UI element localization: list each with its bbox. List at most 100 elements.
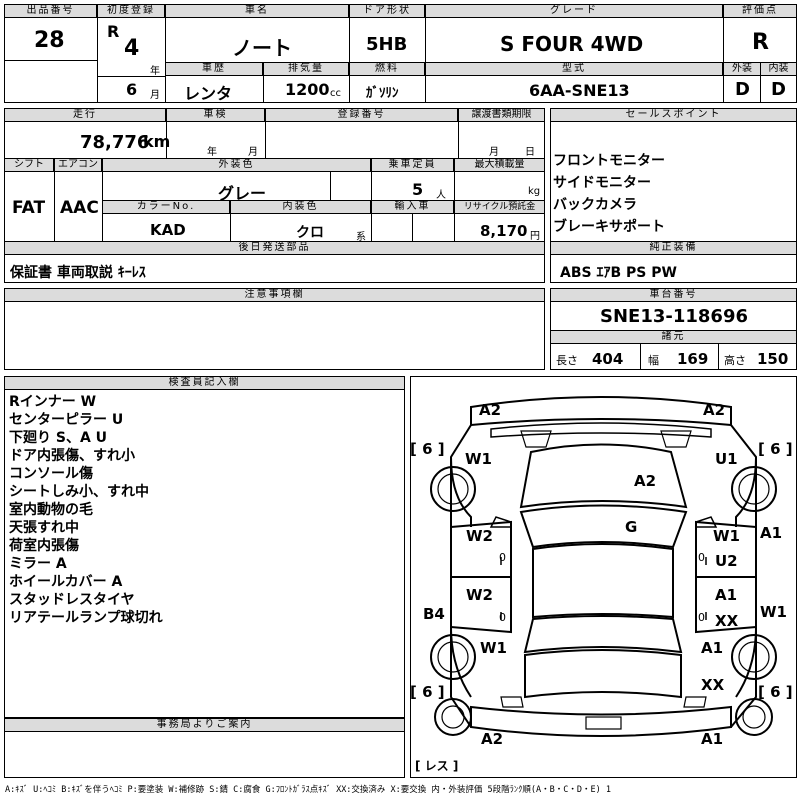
recycle: 8,170 [480,222,528,240]
later-parts: 保証書 車両取説 ｷｰﾚｽ [10,265,146,281]
transfer-label: 譲渡書類期限 [458,108,545,122]
door-type: 5HB [366,34,408,55]
inspector-item: スタッドレスタイヤ [9,592,135,608]
score-label: 評価点 [723,4,797,18]
interior-color: クロ [296,225,324,241]
exterior-score: D [735,79,750,100]
grade: S FOUR 4WD [500,32,644,56]
color-label: 外装色 [102,158,371,172]
car-outline [430,396,777,737]
interior-label: 内装 [760,62,797,76]
fuel-label: 燃料 [349,62,425,76]
fuel: ｶﾞｿﾘﾝ [366,86,399,101]
mark-right-front-door-0: 0 [698,551,705,564]
door-label: ドア形状 [349,4,425,18]
month-unit: 月 [150,90,160,101]
mark-right-front-door-u2: U2 [715,552,738,570]
transfer-month-unit: 月 [489,147,499,158]
displacement-unit: cc [330,88,341,99]
car-name-label: 車名 [165,4,349,18]
history-label: 車歴 [165,62,263,76]
mark-right-sill-a1: A1 [760,524,783,542]
mark-tire-fr: [ 6 ] [758,440,793,458]
shift: FAT [12,198,46,218]
score: R [752,30,769,55]
car-diagram [410,376,797,778]
inspector-item: 天張すれ中 [9,520,79,536]
mark-tire-rr: [ 6 ] [758,683,793,701]
mark-rear-right-bumper: A1 [701,730,724,748]
chassis-number: SNE13-118696 [600,306,748,327]
mark-front-right-fender: U1 [715,450,738,468]
recycle-unit: 円 [530,231,540,242]
mark-right-rear-door-xx: XX [715,612,739,630]
capacity-unit: 人 [436,190,446,201]
mark-hood: A2 [634,472,657,490]
inspector-item: コンソール傷 [9,466,93,482]
width: 169 [677,350,709,368]
width-label: 幅 [648,354,659,367]
sales-item: フロントモニター [553,153,665,169]
exterior-label: 外装 [723,62,761,76]
era: R [107,22,120,41]
length: 404 [592,350,624,368]
sales-item: サイドモニター [553,175,651,191]
mark-right-rear-door: A1 [715,586,738,604]
mark-rear-right-fender: A1 [701,639,724,657]
inspector-item: ドア内張傷、すれ小 [9,448,135,464]
mileage: 78,776 [80,132,150,153]
first-reg-month: 6 [126,80,138,99]
legend: A:ｷｽﾞ U:ﾍｺﾐ B:ｷｽﾞを伴うﾍｺﾐ P:要塗装 W:補修跡 S:錆 … [5,785,611,795]
mark-rear-left-bumper: A2 [481,730,504,748]
later-label: 後日発送部品 [4,241,545,255]
color: グレー [218,184,267,203]
notes-label: 注意事項欄 [4,288,545,302]
transfer-day-unit: 日 [525,147,535,158]
recycle-label: リサイクル預託金 [454,200,545,214]
lot-label: 出品番号 [4,4,97,18]
displacement-label: 排気量 [263,62,349,76]
height-label: 高さ [724,354,746,367]
mark-left-rear-door: W2 [466,586,493,604]
mark-front-left-bumper: A2 [479,401,502,419]
import-label: 輸入車 [371,200,454,214]
history: レンタ [184,84,233,103]
load-label: 最大積載量 [454,158,545,172]
ac: AAC [60,198,99,218]
mileage-label: 走行 [4,108,166,122]
first-reg-label: 初度登録 [97,4,165,18]
grade-label: グレード [425,4,723,18]
mark-right-front-door: W1 [713,527,740,545]
mark-rear-left-fender: W1 [480,639,507,657]
height: 150 [757,350,789,368]
mileage-unit: km [143,132,171,151]
sales-item: バックカメラ [553,197,637,213]
inspector-item: ホイールカバー A [9,574,123,590]
length-label: 長さ [556,354,578,367]
inspector-item: リアテールランプ球切れ [9,610,163,626]
first-reg-year: 4 [124,36,140,61]
inspector-label: 検査員記入欄 [4,376,405,390]
plate-label: 登録番号 [265,108,458,122]
mark-right-sill-w1: W1 [760,603,787,621]
model-label: 型式 [425,62,723,76]
mark-rear-right-fender-xx: XX [701,676,725,694]
ac-label: エアコン [54,158,102,172]
inspector-item: 室内動物の毛 [9,502,93,518]
sales-item: ブレーキサポート [553,219,665,235]
inspector-item: ミラー A [9,556,67,572]
displacement: 1200 [285,80,330,99]
mark-left-rear-door-0: 0 [499,611,506,624]
color-no: KAD [150,221,186,239]
capacity-label: 乗車定員 [371,158,454,172]
load-unit: kg [528,186,541,197]
inspection-year-unit: 年 [207,147,217,158]
sales-list: フロントモニター サイドモニター バックカメラ ブレーキサポート [553,150,665,238]
mark-front-right-bumper: A2 [703,401,726,419]
mark-tire-rl: [ 6 ] [410,683,445,701]
inspector-item: 荷室内張傷 [9,538,79,554]
car-name: ノート [232,36,292,60]
chassis-label: 車台番号 [550,288,797,302]
model: 6AA-SNE13 [529,81,630,100]
interior-color-unit: 系 [356,232,366,243]
